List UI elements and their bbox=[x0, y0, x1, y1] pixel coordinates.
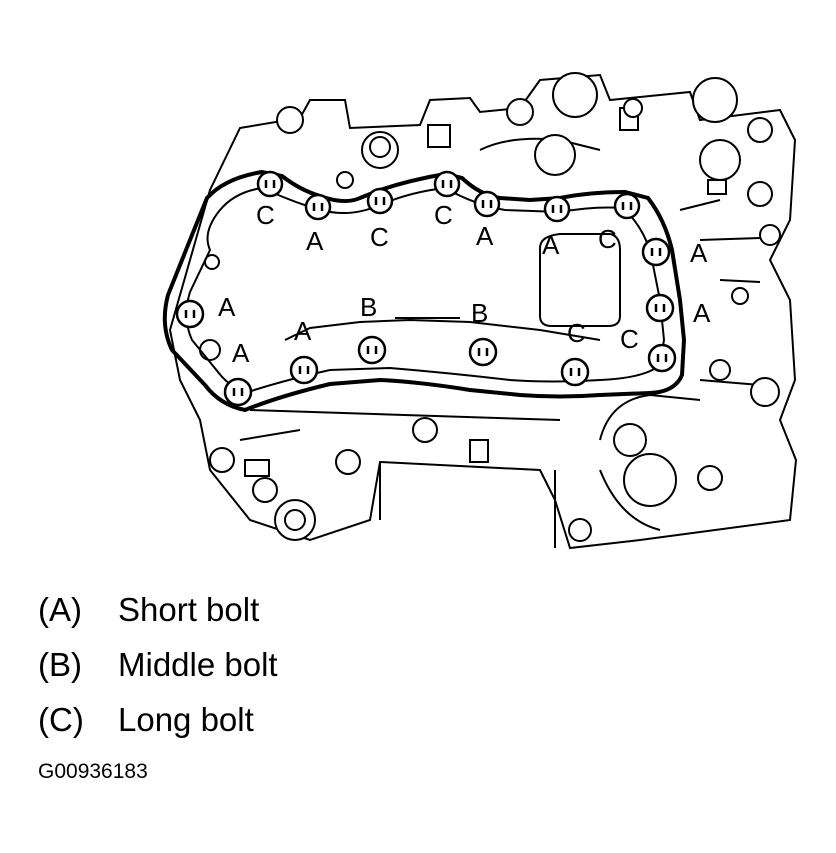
valve-body-cover-gasket bbox=[162, 169, 687, 413]
callout-label: A bbox=[306, 226, 324, 256]
bolt-head bbox=[468, 337, 498, 367]
callout-label: A bbox=[294, 316, 312, 346]
figure-id: G00936183 bbox=[38, 760, 148, 783]
background-studs bbox=[199, 72, 781, 542]
callout-label: C bbox=[370, 222, 389, 252]
legend-label: Long bolt bbox=[118, 700, 254, 738]
callout-label: A bbox=[232, 338, 250, 368]
legend-code: (B) bbox=[38, 645, 82, 683]
bolt-head bbox=[433, 170, 461, 198]
bolt-head bbox=[641, 237, 671, 267]
callout-label: C bbox=[256, 200, 275, 230]
legend-code: (A) bbox=[38, 590, 82, 628]
legend-item-middle-bolt: (B) Middle bolt bbox=[38, 637, 278, 692]
bolt-legend: (A) Short bolt (B) Middle bolt (C) Long … bbox=[38, 582, 278, 747]
callout-label: B bbox=[471, 298, 488, 328]
callout-label: A bbox=[218, 292, 236, 322]
bolt-head bbox=[560, 357, 590, 387]
bolt-head bbox=[175, 299, 205, 329]
callout-label: B bbox=[360, 292, 377, 322]
bolt-head bbox=[613, 192, 641, 220]
bolt-head bbox=[289, 355, 319, 385]
bolt-head bbox=[357, 335, 387, 365]
bolt-head bbox=[543, 195, 571, 223]
legend-item-long-bolt: (C) Long bolt bbox=[38, 692, 278, 747]
callout-label: A bbox=[542, 230, 560, 260]
legend-label: Short bolt bbox=[118, 590, 260, 628]
bolt-head bbox=[473, 190, 501, 218]
legend-code: (C) bbox=[38, 700, 84, 738]
callout-label: C bbox=[434, 200, 453, 230]
valve-body-bolt-diagram: C A C C A A C A A A A A B B C C bbox=[162, 72, 798, 550]
callout-label: A bbox=[476, 221, 494, 251]
valve-body-background bbox=[168, 73, 798, 550]
callout-label: A bbox=[693, 298, 711, 328]
callout-label: C bbox=[567, 318, 586, 348]
bolt-head bbox=[366, 187, 394, 215]
bolt-heads bbox=[175, 170, 677, 407]
callout-label: C bbox=[598, 224, 617, 254]
bolt-head bbox=[645, 293, 675, 323]
callout-label: C bbox=[620, 324, 639, 354]
bolt-head bbox=[223, 377, 253, 407]
bolt-head bbox=[304, 193, 332, 221]
bolt-head bbox=[256, 170, 284, 198]
bolt-callout-labels: C A C C A A C A A A A A B B C C bbox=[218, 200, 711, 368]
legend-label: Middle bolt bbox=[118, 645, 278, 683]
legend-item-short-bolt: (A) Short bolt bbox=[38, 582, 278, 637]
bolt-head bbox=[647, 343, 677, 373]
callout-label: A bbox=[690, 238, 708, 268]
